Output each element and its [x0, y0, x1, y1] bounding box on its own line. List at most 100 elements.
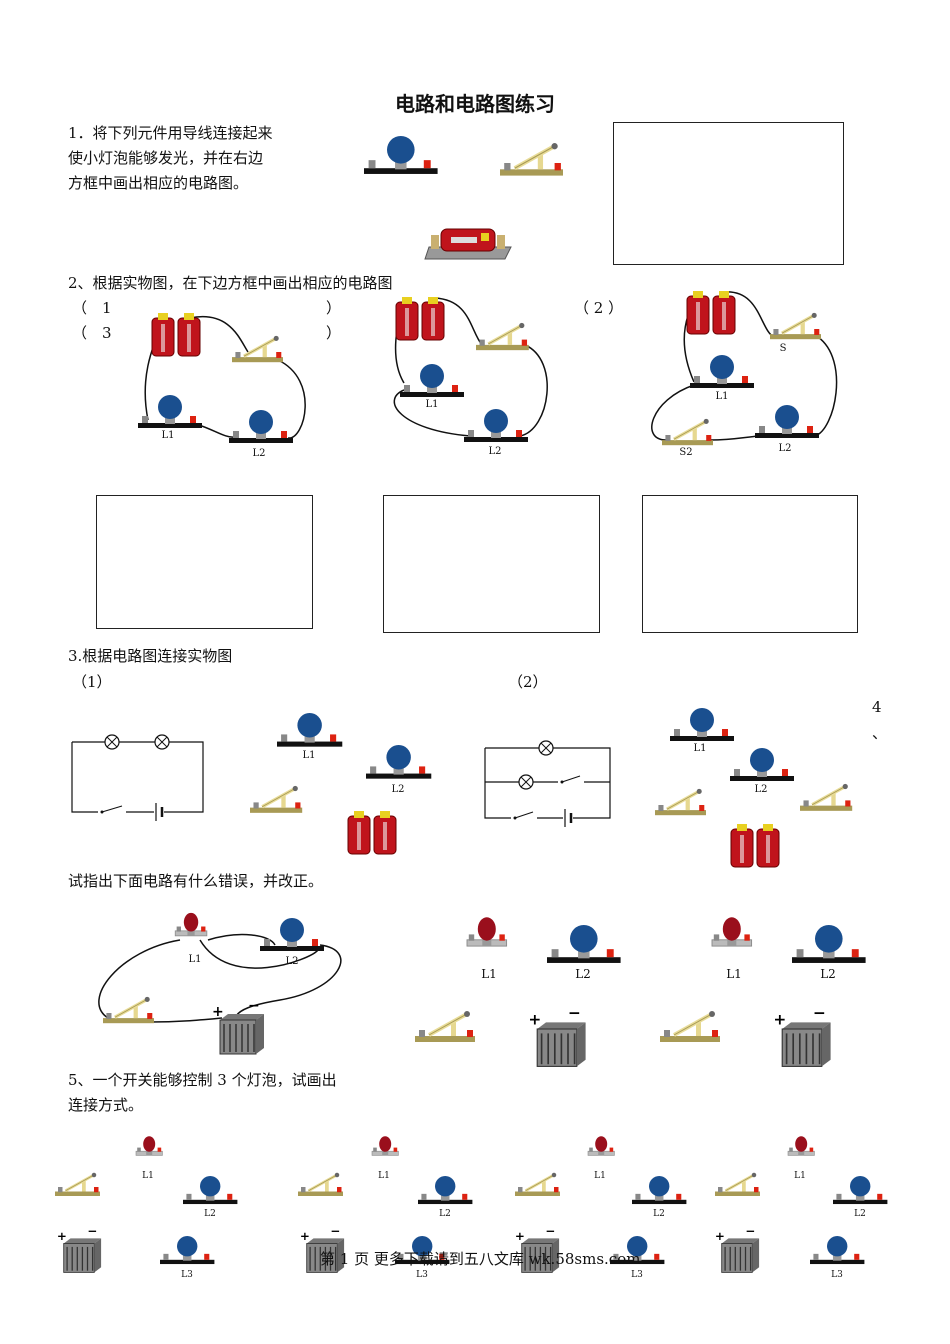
label-l2: L2 [778, 443, 792, 454]
wire [207, 933, 276, 946]
label-l1: L1 [142, 1171, 154, 1181]
label-l2: L2 [488, 446, 502, 457]
label-l2: L2 [252, 448, 266, 459]
q3-sub-2: （2） [508, 673, 548, 691]
label-l1: L1 [481, 967, 497, 981]
q2-paren-1: （ 1 [72, 299, 112, 317]
blue-bulb-icon [810, 1236, 865, 1265]
q2-paren-1-close: ） [326, 299, 342, 317]
wire [199, 939, 319, 969]
battery-cells-icon [151, 313, 201, 357]
label-l1: L1 [302, 750, 316, 761]
wire [235, 944, 342, 1017]
label-l1: L1 [425, 399, 439, 410]
blue-bulb-icon [366, 745, 432, 779]
minus-sign: − [88, 1224, 98, 1238]
label-s2: S2 [679, 447, 693, 458]
blue-bulb-icon [547, 925, 621, 963]
switch-icon [715, 1172, 760, 1196]
accumulator-battery-icon: +− [515, 1224, 560, 1273]
blue-bulb-icon [277, 713, 343, 747]
blue-bulb-icon [418, 1176, 473, 1205]
label-l2: L2 [754, 784, 768, 795]
switch-icon [415, 1011, 475, 1042]
red-bulb-icon [587, 1136, 615, 1156]
minus-sign: − [546, 1224, 556, 1238]
battery-cells-icon [347, 811, 397, 855]
wire [393, 389, 471, 437]
blue-bulb-icon [632, 1176, 687, 1205]
lamp-symbol [538, 740, 554, 756]
switch-symbol [558, 775, 584, 786]
q2-answer-box-3 [642, 495, 858, 633]
wire [709, 435, 759, 441]
q4-number: 4 [872, 698, 882, 716]
q2-answer-box-2 [383, 495, 600, 633]
battery-holder-icon [424, 228, 512, 260]
q2-paren-3: （ 3 [72, 324, 112, 342]
label-l2: L2 [575, 967, 591, 981]
plus-sign: + [57, 1229, 67, 1243]
wire [98, 939, 181, 1019]
blue-bulb-icon [260, 918, 324, 951]
q1-line-3: 方框中画出相应的电路图。 [68, 174, 249, 192]
accumulator-battery-icon: +− [773, 1004, 831, 1067]
switch-icon [232, 335, 283, 363]
switch-icon [250, 785, 303, 813]
blue-bulb-icon [138, 395, 202, 428]
battery-cells-icon [686, 291, 736, 335]
blue-bulb-icon [792, 925, 866, 963]
blue-bulb-icon [229, 410, 293, 443]
blue-bulb-icon [610, 1236, 665, 1265]
schematic-wire [71, 741, 204, 813]
plus-sign: + [515, 1229, 525, 1243]
q3-heading: 3.根据电路图连接实物图 [68, 647, 233, 665]
blue-bulb-icon [183, 1176, 238, 1205]
red-bulb-icon [711, 917, 753, 947]
blue-bulb-icon [160, 1236, 215, 1265]
q3-sub-1: （1） [72, 673, 112, 691]
q2-heading: 2、根据实物图，在下边方框中画出相应的电路图 [68, 274, 393, 292]
label-l2: L2 [653, 1209, 665, 1219]
minus-sign: − [813, 1004, 826, 1022]
label-l1: L1 [715, 391, 729, 402]
label-l1: L1 [594, 1171, 606, 1181]
blue-bulb-icon [730, 748, 794, 781]
label-l3: L3 [416, 1270, 428, 1280]
q4-mark: 、 [872, 724, 888, 742]
plus-sign: + [300, 1229, 310, 1243]
switch-icon [800, 783, 853, 811]
schematic-wire [484, 747, 611, 819]
switch-icon [660, 1011, 720, 1042]
q1-line-1: 1．将下列元件用导线连接起来 [68, 124, 273, 142]
wire [434, 297, 483, 346]
plus-sign: + [528, 1011, 541, 1029]
switch-icon [655, 788, 706, 816]
blue-bulb-icon [690, 355, 754, 388]
battery-symbol [154, 803, 164, 821]
red-bulb-icon [787, 1136, 815, 1156]
switch-icon [770, 312, 821, 340]
q2-paren-2: （ 2 ） [574, 299, 624, 317]
label-l2: L2 [204, 1209, 216, 1219]
plus-sign: + [773, 1011, 786, 1029]
blue-bulb-icon [400, 364, 464, 397]
label-l1: L1 [378, 1171, 390, 1181]
wire [651, 384, 695, 441]
label-l1: L1 [161, 430, 175, 441]
label-l1: L1 [794, 1171, 806, 1181]
minus-sign: − [568, 1004, 581, 1022]
label-l3: L3 [831, 1270, 843, 1280]
q5-line-2: 连接方式。 [68, 1096, 144, 1114]
lamp-symbol [518, 774, 534, 790]
wire [277, 359, 306, 439]
blue-bulb-icon [833, 1176, 888, 1205]
minus-sign: − [331, 1224, 341, 1238]
switch-icon [662, 418, 713, 446]
label-l1: L1 [188, 954, 202, 965]
lamp-symbol [104, 734, 120, 750]
label-l2: L2 [439, 1209, 451, 1219]
wire [149, 1017, 223, 1023]
